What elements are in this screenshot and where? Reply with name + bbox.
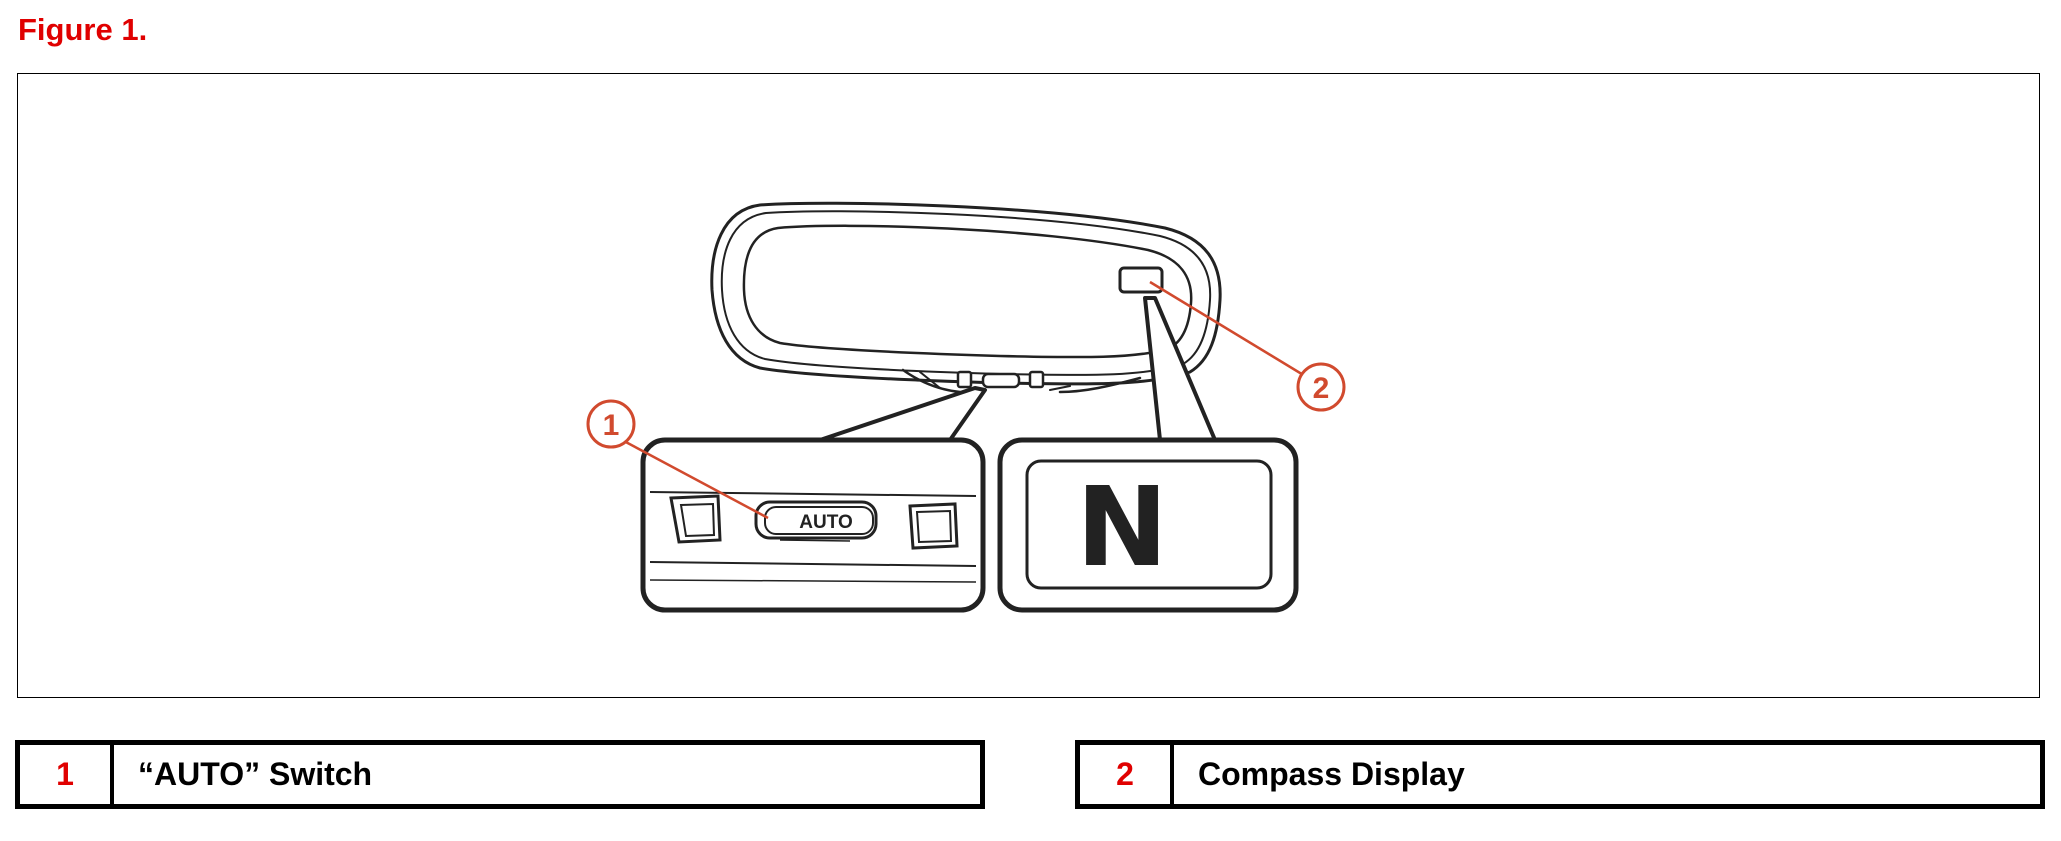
callout-2: 2 xyxy=(1149,280,1346,412)
callout-1: 1 xyxy=(586,399,769,520)
compass-display-letter: N xyxy=(1076,463,1168,591)
legend-label: Compass Display xyxy=(1198,756,1465,792)
callout-1-number: 1 xyxy=(603,409,620,442)
legend-row-2: 2 Compass Display xyxy=(1075,740,2045,809)
mirror-bottom-buttons xyxy=(956,370,1045,389)
legend-number: 1 xyxy=(20,745,114,804)
legend-number: 2 xyxy=(1080,745,1174,804)
compass-zoom-box: N xyxy=(997,437,1299,613)
auto-switch: AUTO xyxy=(754,500,878,540)
mirror-housing xyxy=(710,201,1222,394)
legend-row-1: 1 “AUTO” Switch xyxy=(15,740,985,809)
callout-2-number: 2 xyxy=(1313,372,1330,405)
legend-label: “AUTO” Switch xyxy=(138,756,373,792)
right-side-button xyxy=(908,502,959,550)
left-side-button xyxy=(669,494,722,544)
figure-frame xyxy=(17,73,2040,698)
switch-zoom-box: AUTO xyxy=(640,437,986,613)
switch-zoom-leader xyxy=(818,386,987,442)
mirror-compass-window xyxy=(1118,266,1164,294)
figure-title: Figure 1. xyxy=(18,12,148,47)
compass-zoom-leader xyxy=(1143,296,1217,442)
auto-switch-text: AUTO xyxy=(799,512,852,533)
